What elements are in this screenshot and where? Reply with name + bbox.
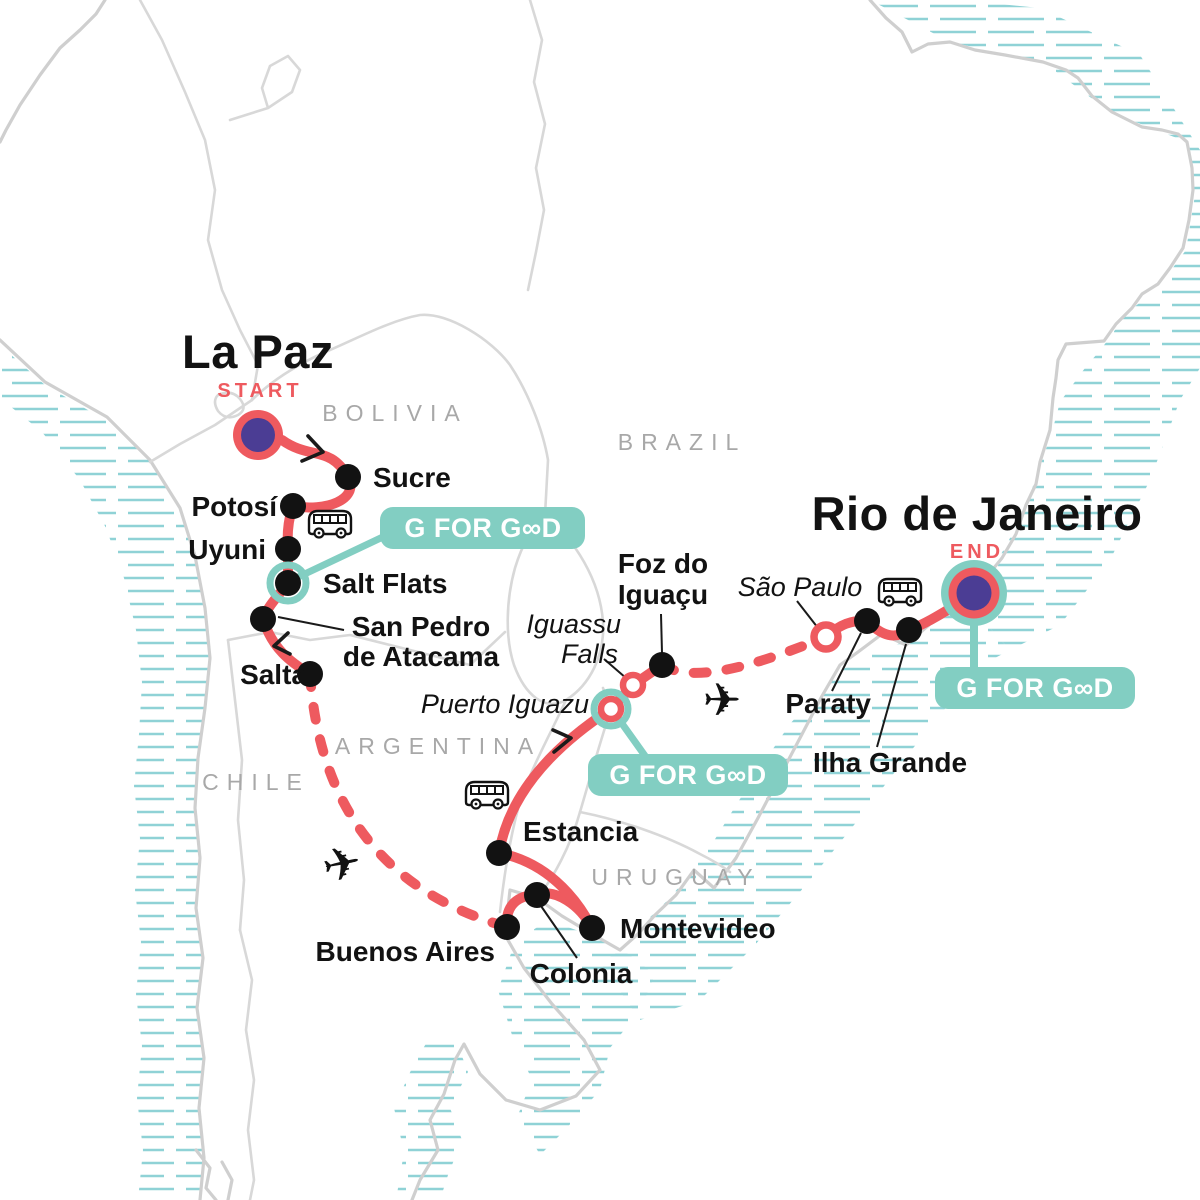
g-for-good-badge-label: G FOR G∞D bbox=[609, 760, 766, 790]
stop-dot-montevideo bbox=[579, 915, 605, 941]
city-label-montevideo: Montevideo bbox=[620, 913, 776, 944]
city-label-ilha-grande: Ilha Grande bbox=[813, 747, 967, 778]
city-label-paraty: Paraty bbox=[785, 688, 871, 719]
city-label-rio: Rio de Janeiro bbox=[812, 487, 1143, 540]
callout-iguassu-falls bbox=[603, 658, 627, 679]
callout-foz bbox=[660, 613, 663, 654]
callout-san-pedro bbox=[277, 616, 345, 631]
end-marker-rio bbox=[941, 560, 1007, 626]
coast-hatching-southeast bbox=[600, 602, 1010, 1020]
stop-marker-iguassu-falls bbox=[619, 671, 647, 699]
city-label-foz-line1: Foz do bbox=[618, 548, 708, 579]
stop-dot-buenos-aires bbox=[494, 914, 520, 940]
city-label-salt-flats: Salt Flats bbox=[323, 568, 447, 599]
end-label: END bbox=[950, 541, 1004, 563]
callout-lines bbox=[277, 600, 907, 959]
route-direction-arrow-3 bbox=[551, 728, 573, 754]
city-label-iguassu-falls-line2: Falls bbox=[561, 639, 618, 669]
bus-icon-2 bbox=[464, 780, 510, 810]
route-estancia-puerto-iguazu bbox=[494, 704, 616, 858]
coast-hatching-northeast bbox=[870, 0, 1200, 368]
route-flight-salta-buenos-aires bbox=[305, 669, 512, 932]
start-marker-la-paz bbox=[233, 410, 283, 460]
bus-icon-1 bbox=[307, 509, 353, 539]
stop-dot-uyuni bbox=[275, 536, 301, 562]
callout-ilha-grande bbox=[876, 643, 907, 748]
city-label-la-paz: La Paz bbox=[182, 325, 334, 378]
g-for-good-badge-rio: G FOR G∞D bbox=[935, 667, 1135, 709]
stop-dot-foz bbox=[649, 652, 675, 678]
stop-dot-salta bbox=[297, 661, 323, 687]
city-label-sucre: Sucre bbox=[373, 462, 451, 493]
city-label-puerto-iguazu: Puerto Iguazu bbox=[421, 689, 589, 719]
country-label-uruguay: URUGUAY bbox=[591, 864, 760, 890]
city-label-colonia: Colonia bbox=[530, 958, 633, 989]
g-for-good-badge-salt-flats: G FOR G∞D bbox=[380, 507, 585, 549]
callout-colonia bbox=[540, 905, 578, 959]
stop-markers bbox=[233, 410, 1007, 941]
country-label-bolivia: BOLIVIA bbox=[322, 400, 467, 426]
g-for-good-badges: G FOR G∞D G FOR G∞D G FOR G∞D bbox=[380, 507, 1135, 796]
route-direction-arrow-2 bbox=[272, 631, 292, 656]
start-label: START bbox=[217, 380, 302, 402]
plane-icon-2: ✈ bbox=[703, 674, 742, 726]
city-label-salta: Salta bbox=[240, 659, 307, 690]
route-flight-foz-sao-paulo bbox=[657, 632, 831, 678]
city-labels: La Paz START Sucre Potosí Uyuni Salt Fla… bbox=[182, 325, 1142, 989]
city-label-sao-paulo: São Paulo bbox=[738, 572, 863, 602]
bus-icon-3 bbox=[877, 577, 923, 607]
stop-dot-ilha-grande bbox=[896, 617, 922, 643]
route-direction-arrows bbox=[272, 434, 573, 754]
stop-dot-san-pedro bbox=[250, 606, 276, 632]
city-label-foz-line2: Iguaçu bbox=[618, 579, 708, 610]
stop-dot-potosi bbox=[280, 493, 306, 519]
city-label-uyuni: Uyuni bbox=[188, 534, 266, 565]
callout-sao-paulo bbox=[796, 600, 819, 629]
stop-dot-sucre bbox=[335, 464, 361, 490]
g-for-good-badge-puerto-iguazu: G FOR G∞D bbox=[588, 754, 788, 796]
stop-dot-colonia bbox=[524, 882, 550, 908]
country-labels: BOLIVIA BRAZIL CHILE ARGENTINA URUGUAY bbox=[202, 400, 760, 890]
city-label-potosi: Potosí bbox=[191, 491, 278, 522]
stop-marker-salt-flats bbox=[266, 561, 310, 605]
stop-marker-sao-paulo bbox=[810, 621, 842, 653]
g-for-good-badge-label: G FOR G∞D bbox=[404, 513, 561, 543]
g-for-good-badge-label: G FOR G∞D bbox=[956, 673, 1113, 703]
country-label-chile: CHILE bbox=[202, 769, 310, 795]
stop-dot-estancia bbox=[486, 840, 512, 866]
coast-hatching-east bbox=[966, 368, 1200, 650]
city-label-estancia: Estancia bbox=[523, 816, 639, 847]
country-label-argentina: ARGENTINA bbox=[335, 733, 541, 759]
route-direction-arrow-1 bbox=[300, 434, 325, 463]
coast-hatching-estuary bbox=[498, 920, 655, 1155]
transport-icons: ✈ ✈ bbox=[307, 509, 923, 893]
callout-paraty bbox=[831, 632, 862, 692]
coast-hatching-west bbox=[0, 345, 209, 1200]
stop-dot-paraty bbox=[854, 608, 880, 634]
city-label-iguassu-falls-line1: Iguassu bbox=[526, 609, 621, 639]
city-label-san-pedro-line2: de Atacama bbox=[343, 641, 500, 672]
country-label-brazil: BRAZIL bbox=[618, 429, 747, 455]
city-label-san-pedro-line1: San Pedro bbox=[352, 611, 490, 642]
city-label-buenos-aires: Buenos Aires bbox=[316, 936, 495, 967]
stop-marker-puerto-iguazu bbox=[590, 688, 632, 730]
